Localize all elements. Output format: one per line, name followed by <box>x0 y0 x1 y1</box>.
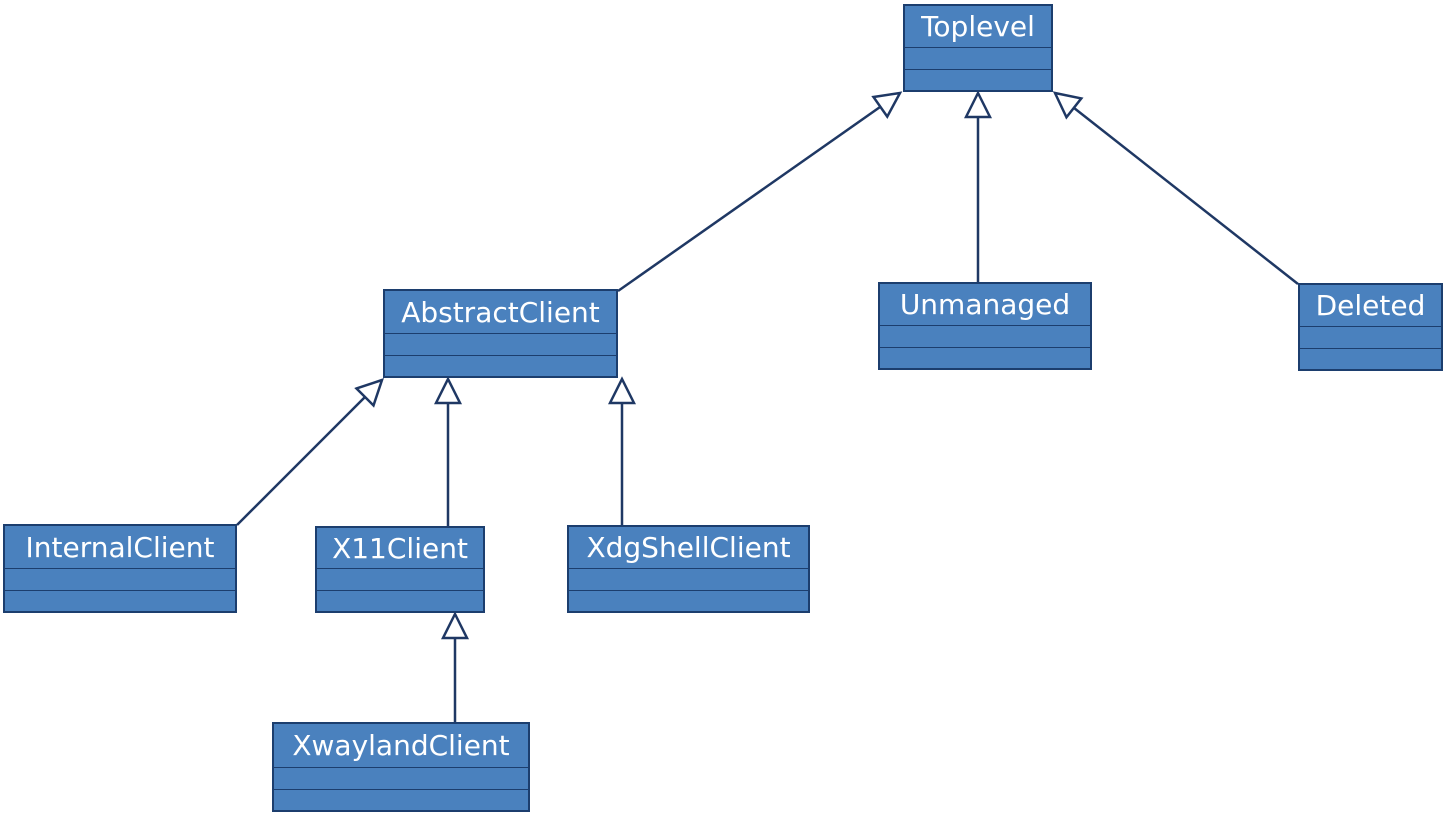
attributes-compartment <box>1300 326 1441 348</box>
attributes-compartment <box>905 47 1051 69</box>
operations-compartment <box>880 347 1090 368</box>
class-name-label: Unmanaged <box>899 288 1071 321</box>
class-name-label: AbstractClient <box>401 295 600 329</box>
attributes-compartment <box>880 325 1090 347</box>
operations-compartment <box>5 590 235 611</box>
class-box-x11client: X11Client <box>315 526 485 613</box>
class-box-deleted: Deleted <box>1298 283 1443 371</box>
class-box-xwaylandclient: XwaylandClient <box>272 722 530 812</box>
class-name-label: X11Client <box>332 531 468 565</box>
operations-compartment <box>317 590 483 611</box>
class-box-toplevel: Toplevel <box>903 4 1053 92</box>
attributes-compartment <box>274 767 528 789</box>
class-box-unmanaged: Unmanaged <box>878 282 1092 370</box>
class-name-label: XwaylandClient <box>292 729 510 762</box>
class-box-internalclient: InternalClient <box>3 524 237 613</box>
attributes-compartment <box>317 568 483 590</box>
class-name-label: XdgShellClient <box>586 531 791 564</box>
attributes-compartment <box>5 568 235 590</box>
edge-internalclient-abstractclient <box>236 380 382 526</box>
operations-compartment <box>905 69 1051 90</box>
class-name-label: InternalClient <box>25 530 215 564</box>
edge-deleted-toplevel <box>1055 93 1299 285</box>
class-name-label: Deleted <box>1315 289 1426 322</box>
operations-compartment <box>569 590 808 611</box>
class-box-abstractclient: AbstractClient <box>383 289 618 378</box>
operations-compartment <box>385 355 616 376</box>
class-name-label: Toplevel <box>921 10 1035 43</box>
operations-compartment <box>1300 348 1441 369</box>
attributes-compartment <box>569 568 808 590</box>
operations-compartment <box>274 789 528 810</box>
attributes-compartment <box>385 333 616 355</box>
class-box-xdgshellclient: XdgShellClient <box>567 525 810 613</box>
edge-abstractclient-toplevel <box>617 93 900 293</box>
